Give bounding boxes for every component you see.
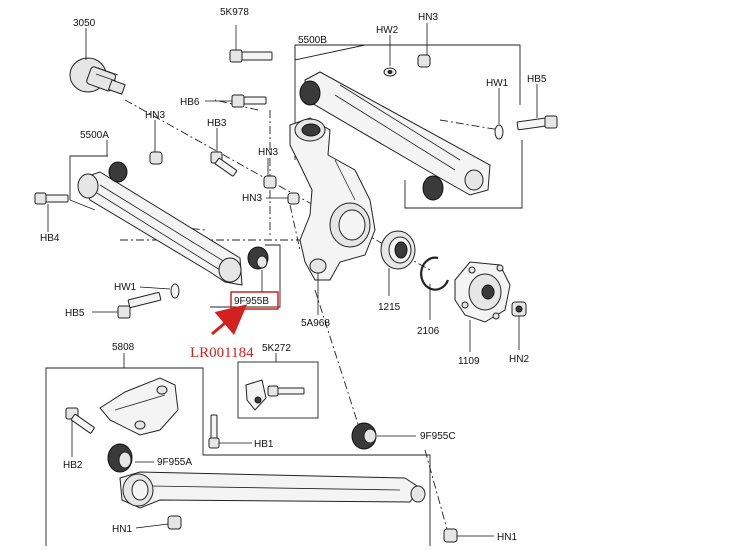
upper-arm-5500b	[299, 71, 491, 201]
nut-hn3-top	[417, 23, 431, 68]
label-hn3-top: HN3	[418, 12, 438, 23]
lr-code-label: LR001184	[190, 345, 254, 361]
label-5a968: 5A968	[301, 318, 330, 329]
lower-arm-5500a	[77, 161, 269, 286]
bearing-1215	[380, 230, 416, 296]
label-hb6: HB6	[180, 97, 200, 108]
nut-hn3-mid	[263, 158, 277, 189]
label-hb5-left: HB5	[65, 308, 85, 319]
label-5k978: 5K978	[220, 7, 249, 18]
nut-hn1-right	[443, 528, 494, 543]
label-5808: 5808	[112, 342, 135, 353]
bolt-hb2	[65, 407, 95, 457]
nut-hn3-mid2	[266, 192, 300, 205]
nut-hn1-left	[135, 515, 182, 530]
label-5500a: 5500A	[80, 130, 109, 141]
knuckle-5a968	[289, 117, 376, 315]
trailing-arm-5808-box	[45, 367, 431, 546]
label-hn1-left: HN1	[112, 524, 132, 535]
label-hn1-right: HN1	[497, 532, 517, 543]
label-9f955c: 9F955C	[420, 431, 456, 442]
bolt-5k978	[229, 25, 273, 63]
leader-lines	[85, 28, 263, 368]
label-hb2: HB2	[63, 460, 83, 471]
label-1215: 1215	[378, 302, 401, 313]
label-3050: 3050	[73, 18, 96, 29]
circlip-2106	[420, 256, 450, 320]
bolt-hb3	[210, 128, 238, 177]
bracket-5k272-box	[237, 361, 319, 419]
label-hn2: HN2	[509, 354, 529, 365]
washer-hw1-left	[139, 283, 180, 299]
washer-hw2	[383, 35, 397, 77]
label-hw1-left: HW1	[114, 282, 137, 293]
label-hn3-mid: HN3	[258, 147, 278, 158]
label-hw1-right: HW1	[486, 78, 509, 89]
bushing-9f955c	[351, 422, 416, 450]
bolt-hb4	[34, 192, 69, 232]
label-2106: 2106	[417, 326, 440, 337]
label-hb4: HB4	[40, 233, 60, 244]
bracket-5k272	[245, 353, 305, 411]
highlight-9f955b-box	[230, 291, 279, 310]
bolt-hb1	[208, 414, 252, 449]
nut-hn2	[511, 301, 527, 350]
nut-hn3-left	[149, 120, 163, 165]
label-5500b: 5500B	[298, 35, 327, 46]
label-9f955a: 9F955A	[157, 457, 192, 468]
bushing-9f955a	[107, 443, 154, 473]
drive-shaft-3050	[69, 57, 126, 95]
hub-1109	[454, 261, 511, 352]
label-hw2: HW2	[376, 25, 399, 36]
label-hb5-right: HB5	[527, 74, 547, 85]
label-5k272: 5K272	[262, 343, 291, 354]
bracket-5808	[99, 377, 179, 436]
trailing-arm	[119, 471, 426, 509]
bolt-hb5-right	[516, 84, 558, 131]
label-hb3: HB3	[207, 118, 227, 129]
upper-arm-5500b-box	[294, 44, 523, 209]
washer-hw1-right	[494, 88, 504, 140]
label-hn3-mid2: HN3	[242, 193, 262, 204]
label-hb1: HB1	[254, 439, 274, 450]
highlight-arrow	[211, 304, 248, 336]
bolt-hb5-left	[92, 291, 162, 319]
label-hn3-left: HN3	[145, 110, 165, 121]
label-1109: 1109	[458, 356, 480, 367]
label-9f955b: 9F955B	[234, 296, 269, 307]
bolt-hb6	[205, 94, 267, 108]
